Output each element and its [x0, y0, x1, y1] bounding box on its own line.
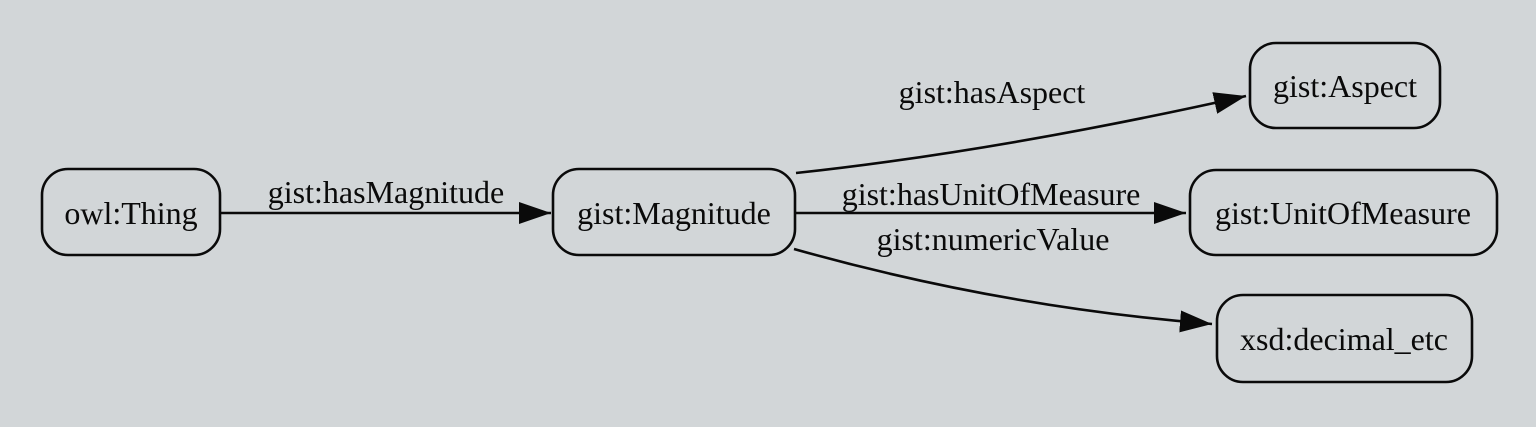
edge-label-has-aspect: gist:hasAspect	[899, 74, 1086, 110]
edge-has-unit-of-measure: gist:hasUnitOfMeasure	[796, 176, 1186, 224]
node-gist-aspect: gist:Aspect	[1248, 41, 1442, 130]
edge-has-aspect: gist:hasAspect	[795, 74, 1247, 175]
node-box-owl-thing	[40, 167, 222, 257]
node-box-gist-aspect	[1248, 41, 1442, 130]
node-gist-magnitude: gist:Magnitude	[551, 167, 797, 257]
edge-label-has-magnitude: gist:hasMagnitude	[268, 174, 504, 210]
node-owl-thing: owl:Thing	[40, 167, 222, 257]
edge-label-has-unit-of-measure: gist:hasUnitOfMeasure	[842, 176, 1141, 212]
edge-has-magnitude: gist:hasMagnitude	[221, 174, 551, 224]
node-gist-unit-of-measure: gist:UnitOfMeasure	[1188, 168, 1499, 257]
node-xsd-decimal-etc: xsd:decimal_etc	[1215, 293, 1474, 384]
edge-label-numeric-value: gist:numericValue	[877, 221, 1110, 257]
node-label-owl-thing: owl:Thing	[64, 195, 197, 231]
node-label-xsd-decimal-etc: xsd:decimal_etc	[1240, 321, 1448, 357]
edge-line-has-aspect	[795, 92, 1247, 175]
node-box-gist-magnitude	[551, 167, 797, 257]
node-label-gist-aspect: gist:Aspect	[1273, 68, 1417, 104]
edge-numeric-value: gist:numericValue	[793, 221, 1213, 333]
edge-line-numeric-value	[793, 247, 1213, 333]
node-box-xsd-decimal-etc	[1215, 293, 1474, 384]
node-label-gist-unit-of-measure: gist:UnitOfMeasure	[1215, 195, 1471, 231]
node-box-gist-unit-of-measure	[1188, 168, 1499, 257]
node-label-gist-magnitude: gist:Magnitude	[577, 195, 771, 231]
